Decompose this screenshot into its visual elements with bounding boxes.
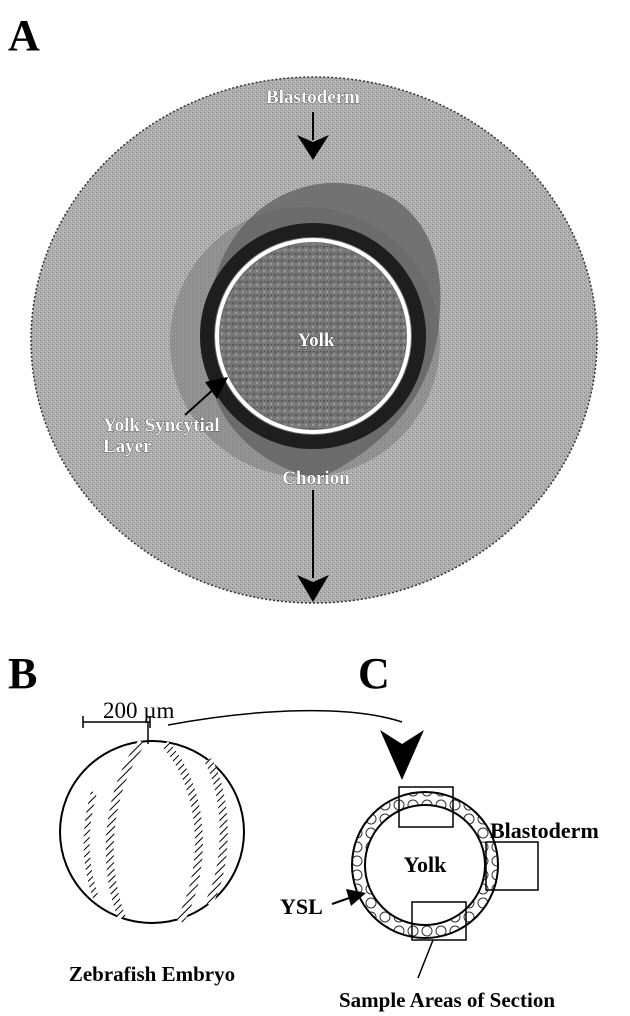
panel-c: C Yolk Blastoderm YSL Sample Areas of Se… bbox=[280, 649, 599, 1012]
sample-leader bbox=[418, 940, 433, 978]
label-blastoderm-a: Blastoderm bbox=[266, 87, 360, 108]
connector-curve bbox=[168, 711, 402, 725]
label-sample-areas: Sample Areas of Section bbox=[339, 988, 555, 1012]
label-yolk-c: Yolk bbox=[404, 852, 448, 877]
panel-a: A Blastoderm Yolk Yolk Syncytial Layer C… bbox=[8, 11, 597, 603]
panel-b: B 200 µm Zebrafish Embryo bbox=[8, 649, 244, 986]
label-ysl-a-2: Layer bbox=[103, 436, 152, 457]
label-ysl-a-1: Yolk Syncytial bbox=[103, 415, 220, 436]
panel-a-letter: A bbox=[8, 11, 40, 60]
caption-zebrafish: Zebrafish Embryo bbox=[69, 962, 235, 986]
label-yolk-a: Yolk bbox=[298, 330, 335, 351]
label-chorion-a: Chorion bbox=[282, 468, 350, 489]
label-ysl-c: YSL bbox=[280, 894, 323, 919]
section-arrow bbox=[380, 730, 424, 780]
label-blastoderm-c: Blastoderm bbox=[490, 818, 599, 843]
panel-b-letter: B bbox=[8, 649, 37, 698]
panel-c-letter: C bbox=[358, 649, 390, 698]
scale-label: 200 µm bbox=[103, 698, 175, 723]
